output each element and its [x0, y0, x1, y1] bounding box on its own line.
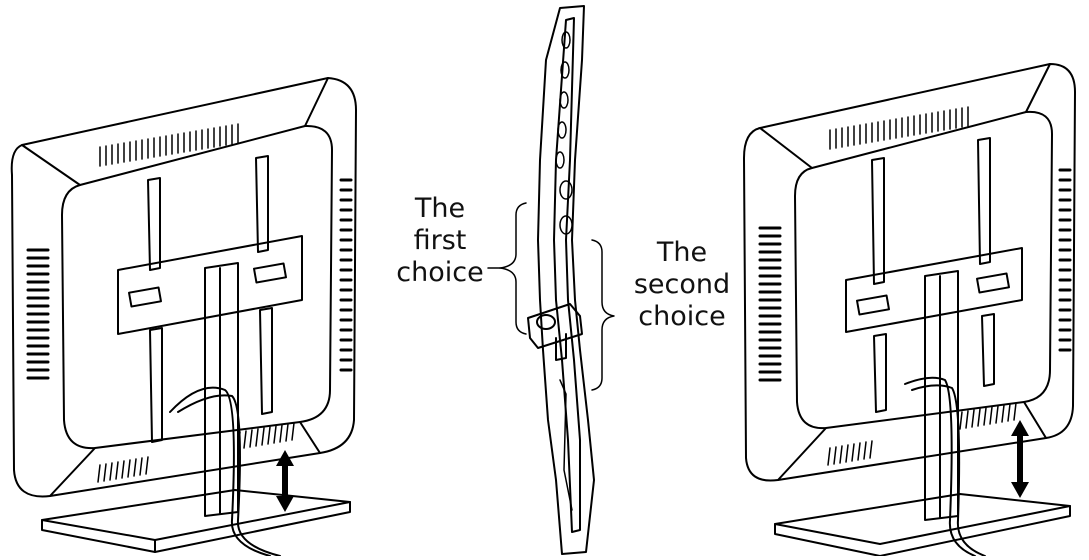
height-adjust-arrow-icon [276, 450, 294, 512]
tv-left-panel [61, 124, 333, 450]
mount-bracket-side-view [527, 5, 595, 555]
tv-left-rail-1 [147, 177, 161, 271]
label-first-line3: choice [396, 257, 484, 288]
brace-first [499, 202, 527, 335]
brace-second [591, 239, 615, 391]
label-second-line3: choice [638, 301, 726, 332]
tv-left [10, 77, 357, 557]
tv-right [743, 63, 1076, 557]
label-first-line1: The [414, 193, 466, 224]
tv-left-right-vent [339, 178, 353, 372]
tv-right-column [924, 270, 959, 521]
tv-left-cable [169, 386, 271, 557]
tv-right-base [774, 493, 1071, 545]
label-second-choice: The second choice [624, 237, 740, 333]
tv-right-panel [794, 110, 1053, 430]
label-second-line2: second [633, 269, 731, 300]
tv-right-right-vent [1058, 168, 1072, 352]
tv-left-side-vent [26, 248, 50, 380]
label-second-line1: The [656, 237, 708, 268]
height-adjust-arrow-icon-right [1011, 420, 1029, 498]
tv-right-top-vent [829, 106, 969, 150]
label-first-choice: The first choice [390, 193, 490, 289]
tv-right-plate [845, 247, 1023, 333]
tv-left-top-vent [99, 123, 239, 167]
tv-right-shell [743, 63, 1076, 482]
tv-right-side-vent [758, 226, 782, 382]
tv-left-base [41, 489, 351, 541]
label-first-line2: first [413, 225, 467, 256]
bracket-clamp [527, 303, 583, 349]
tv-left-rail-2 [255, 155, 269, 253]
tv-right-bottom-vent [827, 402, 1017, 466]
tv-left-plate [117, 235, 303, 335]
